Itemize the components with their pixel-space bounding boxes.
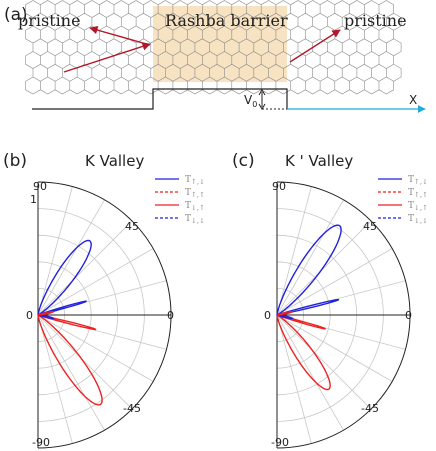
legend-kprime: T↑,↓ T↑,↑ T↓,↑ T↓,↓ (378, 175, 428, 225)
panel-b-angle-90: 90 (33, 180, 47, 193)
panel-b-center-0: 0 (26, 309, 33, 322)
polar-plot-kprime (276, 181, 411, 449)
honeycomb-lattice (25, 0, 402, 95)
panel-c-angle-90: 90 (272, 180, 286, 193)
panel-b-angle-45: 45 (125, 220, 139, 233)
polar-grid-spoke (276, 220, 372, 316)
panel-c-angle-0: 0 (405, 309, 412, 322)
legend-label-0: T↑,↓ (185, 175, 205, 186)
legend-label-2: T↓,↑ (408, 201, 428, 212)
polar-plot-k (37, 181, 172, 449)
potential-profile (32, 88, 288, 110)
legend-k: T↑,↓ T↑,↑ T↓,↑ T↓,↓ (155, 175, 205, 225)
rashba-barrier-region (153, 6, 287, 82)
panel-b-radius-label: 1 (30, 193, 37, 206)
panel-c-angle-m45: -45 (361, 402, 379, 415)
panel-b-angle-m45: -45 (123, 402, 141, 415)
series-curve-1 (276, 314, 331, 391)
polar-grid-spoke (37, 199, 105, 316)
minor-lobe-1 (38, 310, 55, 316)
legend-label-3: T↓,↓ (185, 214, 205, 225)
legend-label-3: T↓,↓ (408, 214, 428, 225)
panel-c: (c) K ' Valley 90 45 0 0 -45 -90 (232, 151, 412, 449)
polar-grid-spoke (37, 314, 73, 444)
incident-arrow (63, 42, 151, 73)
panel-a: (a) pristine Rashba barrier pristine V0 … (4, 0, 426, 113)
panel-c-angle-45: 45 (363, 220, 377, 233)
panel-b: (b) K Valley 90 1 45 0 0 -45 -90 (3, 151, 174, 449)
v0-label: V0 (244, 93, 257, 109)
polar-grid-spoke (276, 314, 393, 382)
panel-a-label: (a) (4, 5, 28, 25)
series-curve-1 (37, 313, 103, 406)
polar-grid-spoke (276, 199, 344, 316)
panel-c-title: K ' Valley (285, 152, 353, 170)
polar-grid-spoke (37, 248, 154, 316)
right-pristine-label: pristine (344, 11, 407, 30)
reflected-arrow (89, 26, 151, 46)
minor-lobe-1 (277, 310, 294, 316)
left-pristine-label: pristine (18, 11, 81, 30)
x-axis-label: X (409, 93, 417, 107)
series-curve-0 (276, 224, 342, 317)
hexagon-cells (25, 0, 402, 95)
legend-label-0: T↑,↓ (408, 175, 428, 186)
legend-label-2: T↓,↑ (185, 201, 205, 212)
polar-grid-spoke (276, 314, 344, 431)
polar-grid-spoke (276, 186, 312, 316)
polar-grid-spoke (276, 314, 372, 410)
polar-grid-spoke (276, 248, 393, 316)
polar-grid-spoke (37, 314, 133, 410)
transmitted-arrow (289, 29, 341, 63)
panel-b-angle-m90: -90 (32, 436, 50, 449)
panel-c-angle-m90: -90 (271, 436, 289, 449)
series-curve-0 (37, 239, 92, 316)
panel-b-title: K Valley (85, 152, 144, 170)
panel-c-center-0: 0 (264, 309, 271, 322)
legend-label-1: T↑,↑ (185, 188, 205, 199)
polar-grid-spoke (37, 314, 105, 431)
polar-grid-spoke (276, 314, 312, 444)
polar-grid-spoke (37, 186, 73, 316)
panel-b-angle-0: 0 (167, 309, 174, 322)
panel-c-label: (c) (232, 151, 255, 171)
polar-grid-spoke (37, 220, 133, 316)
panel-b-label: (b) (3, 151, 27, 171)
legend-label-1: T↑,↑ (408, 188, 428, 199)
rashba-barrier-label: Rashba barrier (165, 11, 288, 30)
polar-grid-spoke (37, 314, 154, 382)
